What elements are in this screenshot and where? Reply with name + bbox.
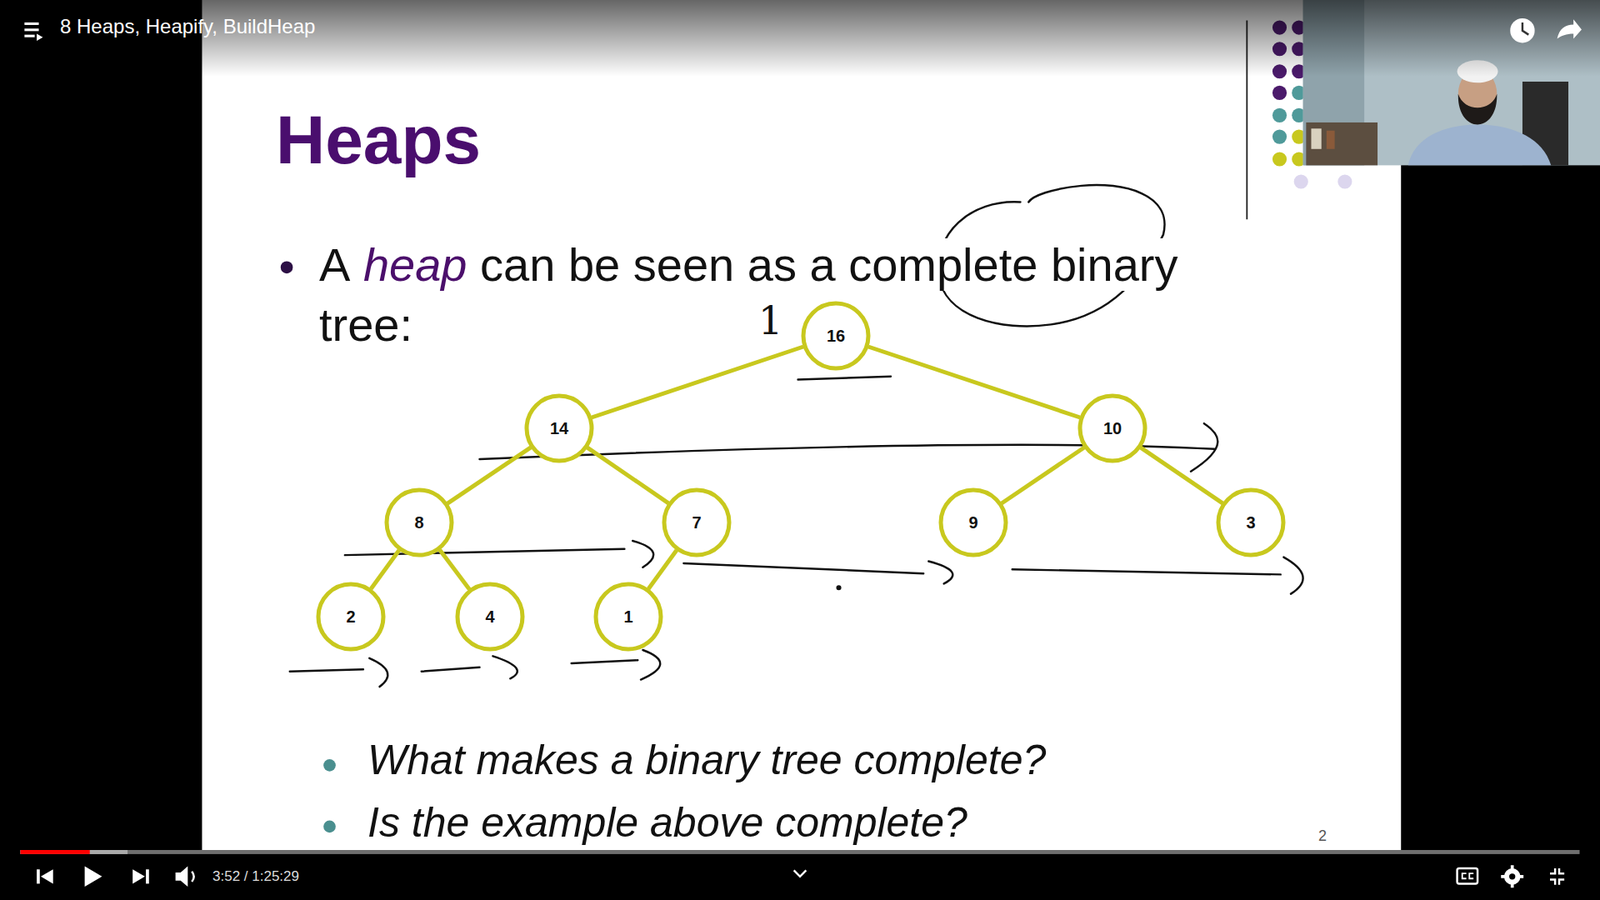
node-circle <box>386 490 452 555</box>
node-circle <box>318 584 384 650</box>
node-value: 9 <box>968 514 978 531</box>
page-number: 2 <box>1318 828 1327 844</box>
node-value: 2 <box>345 608 355 625</box>
node-value: 14 <box>550 420 569 437</box>
progress-bar <box>20 850 1580 855</box>
tree-edge <box>1001 447 1085 504</box>
heap-node: 7 <box>661 487 732 558</box>
slide-background <box>201 0 1401 852</box>
heap-node: 14 <box>524 393 595 464</box>
bullet-keyword: heap <box>363 238 468 291</box>
node-value: 7 <box>691 514 701 531</box>
tree-edge <box>591 346 804 418</box>
node-circle <box>803 303 869 369</box>
tree-edge <box>587 447 669 504</box>
heap-node: 16 <box>800 300 871 371</box>
node-circle <box>457 584 523 650</box>
heap-node: 3 <box>1215 487 1286 558</box>
tree-edge <box>440 550 470 590</box>
node-circle <box>1080 395 1145 461</box>
handwritten-number: 1 <box>758 301 783 340</box>
tree-edge <box>370 550 400 590</box>
node-value: 4 <box>485 608 495 625</box>
node-circle <box>1218 490 1284 555</box>
heap-node: 1 <box>593 581 664 652</box>
tree-edge <box>1140 447 1223 504</box>
node-circle <box>940 490 1006 555</box>
top-shade <box>0 0 1600 77</box>
bullet-word: A <box>319 238 350 291</box>
bullet-text-block: Aheapcan be seen as a complete binary tr… <box>319 235 1270 355</box>
node-circle <box>595 584 661 650</box>
heap-node: 4 <box>455 581 525 652</box>
time-display: 3:52 / 1:25:29 <box>212 869 300 884</box>
heap-node: 2 <box>315 581 386 652</box>
question-text: Is the example above complete? <box>367 801 968 844</box>
node-value: 8 <box>414 514 424 531</box>
tree-edge <box>868 346 1080 418</box>
video-title: 8 Heaps, Heapify, BuildHeap <box>60 16 315 37</box>
node-circle <box>526 395 592 461</box>
node-circle <box>664 490 730 555</box>
slide-title: Heaps <box>275 105 481 175</box>
node-value: 10 <box>1103 420 1122 437</box>
player-icons <box>24 18 1582 888</box>
tree-edge <box>648 550 677 590</box>
tree-edge <box>447 447 531 504</box>
question-text: What makes a binary tree complete? <box>367 739 1046 781</box>
heap-node: 10 <box>1077 393 1148 464</box>
node-value: 16 <box>826 327 845 345</box>
handwritten-annotations <box>290 185 1304 687</box>
node-value: 1 <box>623 608 633 625</box>
heap-node: 8 <box>384 487 455 558</box>
heap-node: 9 <box>938 487 1009 558</box>
node-value: 3 <box>1245 514 1255 531</box>
